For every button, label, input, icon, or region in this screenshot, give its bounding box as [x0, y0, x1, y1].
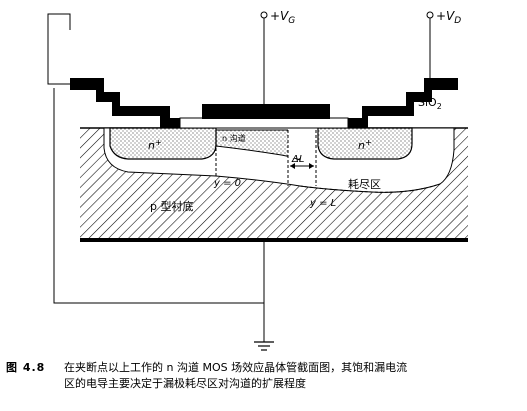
depletion-label: 耗尽区 [348, 178, 381, 191]
sio2-left [70, 78, 180, 128]
sio2-right [348, 78, 458, 128]
source-substrate-wire [47, 13, 71, 85]
source-n-plus-region [109, 127, 217, 160]
gate-electrode [202, 104, 330, 119]
substrate-label: p 型衬底 [150, 199, 193, 213]
drain-depletion-edge [299, 183, 441, 193]
n-channel [215, 129, 301, 161]
source-region-label: n+ [148, 138, 162, 152]
mosfet-cross-section: +VG +VD SiO2 n+ n+ n 沟道 ΔL y = 0 y = L 耗… [47, 9, 468, 351]
delta-l-arrowhead-right [309, 163, 314, 169]
delta-l-arrowhead-left [290, 163, 295, 169]
ground-symbol [254, 341, 274, 351]
drain-n-plus-region [317, 127, 413, 160]
pinch-off-gap [288, 128, 316, 158]
caption-line-2: 区的电导主要决定于漏极耗尽区对沟道的扩展程度 [64, 377, 306, 390]
yL-label: y = L [309, 198, 336, 209]
figure-number: 图 4.8 [6, 361, 46, 374]
gate-oxide [179, 117, 349, 129]
drain-terminal [426, 11, 434, 19]
oxide-label: SiO2 [418, 96, 442, 111]
delta-l-label: ΔL [291, 154, 304, 165]
gate-terminal [260, 11, 268, 19]
y0-label: y = 0 [213, 178, 241, 189]
channel-label: n 沟道 [222, 133, 246, 143]
caption-line-1: 在夹断点以上工作的 n 沟道 MOS 场效应晶体管截面图，其饱和漏电流 [64, 361, 408, 374]
drain-region-label: n+ [358, 138, 372, 152]
substrate-ground-wire [53, 88, 265, 342]
gate-voltage-label: +VG [270, 9, 295, 26]
drain-voltage-label: +VD [436, 9, 461, 26]
